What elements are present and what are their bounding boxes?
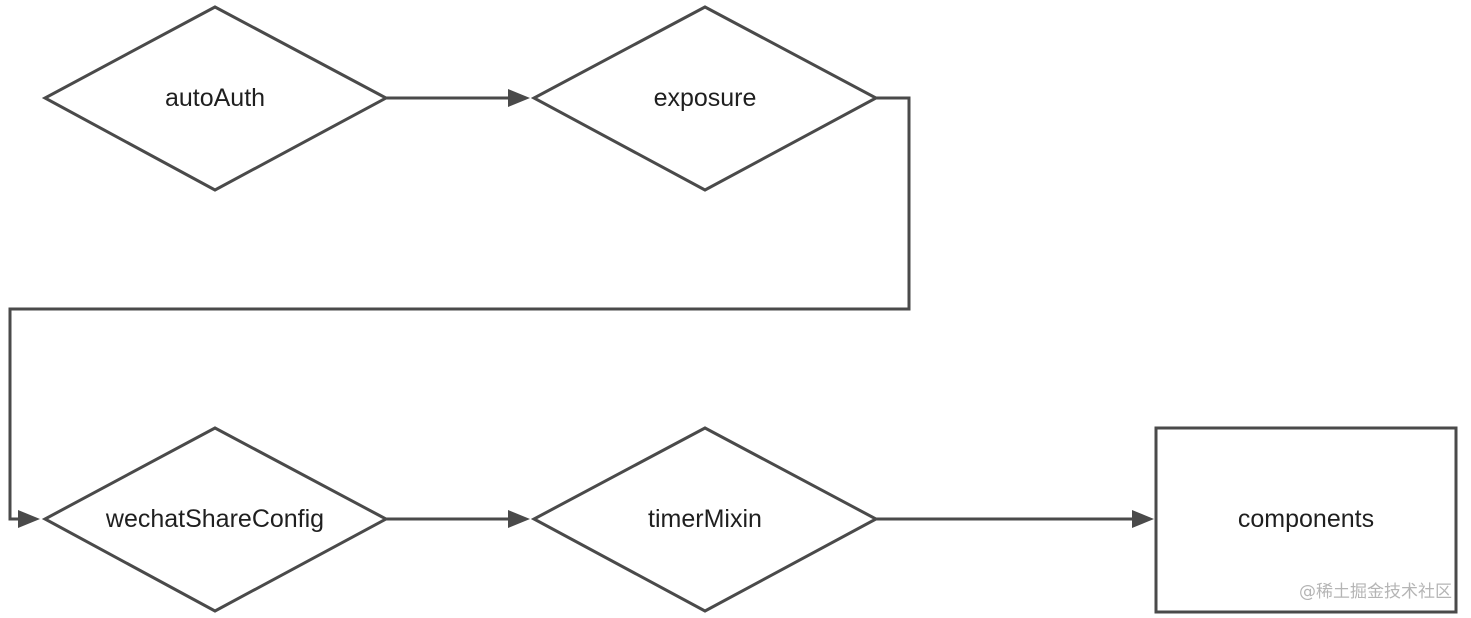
arrow-head-wechatshareconfig bbox=[18, 510, 40, 528]
wechatshareconfig-label: wechatShareConfig bbox=[105, 505, 324, 533]
edges bbox=[8, 89, 1154, 528]
node-components: components bbox=[1154, 426, 1458, 614]
timermixin-label: timerMixin bbox=[648, 505, 762, 533]
components-label: components bbox=[1238, 505, 1374, 533]
timermixin-diamond bbox=[530, 426, 880, 613]
node-autoauth: autoAuth bbox=[41, 5, 390, 192]
node-timermixin: timerMixin bbox=[530, 426, 880, 613]
arrow-head-timermixin bbox=[508, 510, 530, 528]
exposure-label: exposure bbox=[654, 84, 757, 112]
autoauth-diamond bbox=[41, 5, 390, 192]
wechatshareconfig-diamond bbox=[41, 426, 390, 613]
autoauth-label: autoAuth bbox=[165, 84, 265, 112]
node-exposure: exposure bbox=[530, 5, 880, 192]
watermark-text: @稀土掘金技术社区 bbox=[1299, 582, 1452, 602]
components-rectangle bbox=[1154, 426, 1458, 614]
node-wechatshareconfig: wechatShareConfig bbox=[41, 426, 390, 613]
edge-exposure-to-wechatshareconfig bbox=[8, 96, 911, 521]
arrow-head-exposure bbox=[508, 89, 530, 107]
exposure-diamond bbox=[530, 5, 880, 192]
arrow-head-components bbox=[1132, 510, 1154, 528]
